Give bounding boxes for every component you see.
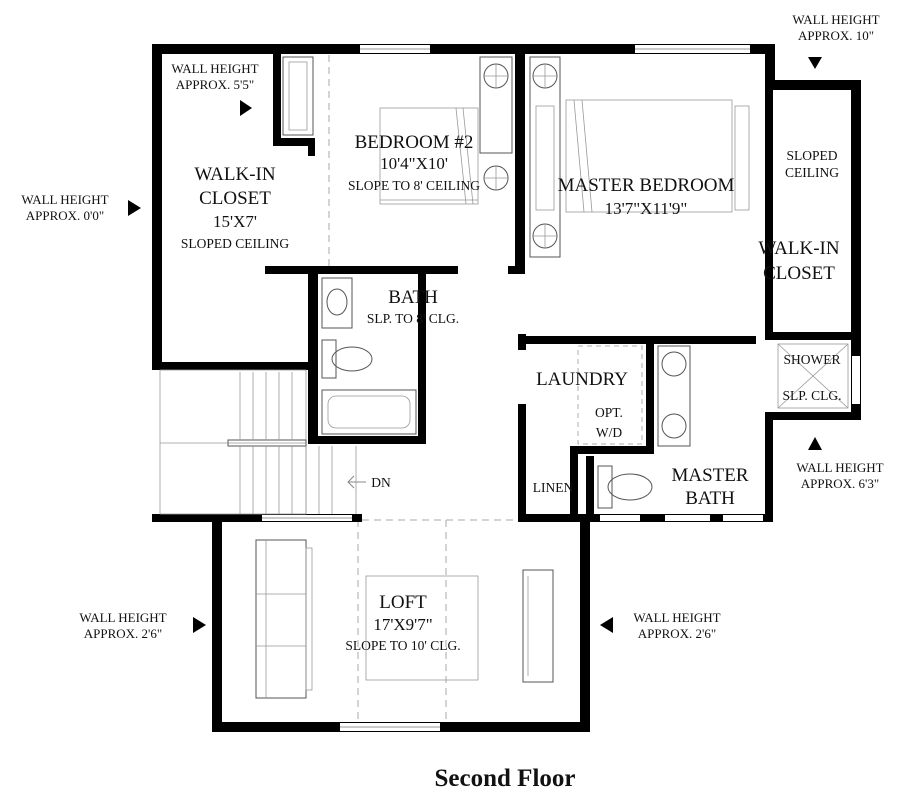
wall-height-top-left-line2: APPROX. 5'5" — [176, 77, 254, 92]
walkin-closet-left-note: SLOPED CEILING — [181, 236, 290, 251]
loft-size: 17'X9'7" — [373, 615, 432, 634]
arrow-right-icon — [240, 100, 252, 116]
shower-note: SLP. CLG. — [783, 388, 842, 403]
wall-height-loft-right-line2: APPROX. 2'6" — [638, 626, 716, 641]
master-bath-line1: MASTER — [671, 465, 748, 486]
shower-name: SHOWER — [784, 352, 841, 367]
fixtures — [255, 56, 849, 699]
bath-note: SLP. TO 8' CLG. — [367, 311, 459, 326]
arrow-left-icon — [600, 617, 613, 633]
wall-height-right-line2: APPROX. 6'3" — [801, 476, 879, 491]
arrow-down-icon — [808, 57, 822, 69]
wall-height-loft-left-line2: APPROX. 2'6" — [84, 626, 162, 641]
walkin-closet-left-size: 15'X7' — [213, 212, 257, 231]
wall-height-loft-left-line1: WALL HEIGHT — [79, 610, 166, 625]
walkin-closet-left-line1: WALK-IN — [194, 164, 276, 185]
loft-note: SLOPE TO 10' CLG. — [345, 638, 460, 653]
wall-height-top-right-line2: APPROX. 10" — [798, 28, 874, 43]
bath-name: BATH — [388, 287, 438, 308]
wall-height-loft-right-line1: WALL HEIGHT — [633, 610, 720, 625]
wall-height-arrows — [128, 57, 822, 633]
stair-arrow-icon — [347, 475, 366, 489]
bedroom2-name: BEDROOM #2 — [355, 132, 474, 153]
sloped-ceiling-line2: CEILING — [785, 165, 839, 180]
laundry-name: LAUNDRY — [536, 369, 628, 390]
arrow-up-icon — [808, 437, 822, 450]
arrow-right-icon — [128, 200, 141, 216]
sloped-ceiling-line1: SLOPED — [786, 148, 837, 163]
master-bedroom-name: MASTER BEDROOM — [558, 175, 735, 196]
bedroom2-size: 10'4"X10' — [380, 154, 448, 173]
loft-name: LOFT — [379, 592, 427, 613]
wall-height-top-right-line1: WALL HEIGHT — [792, 12, 879, 27]
wall-height-right-line1: WALL HEIGHT — [796, 460, 883, 475]
wall-height-top-left-line1: WALL HEIGHT — [171, 61, 258, 76]
walls — [152, 44, 861, 732]
bedroom2-note: SLOPE TO 8' CEILING — [348, 178, 480, 193]
wall-height-left-line2: APPROX. 0'0" — [26, 208, 104, 223]
plan-title: Second Floor — [435, 765, 576, 792]
laundry-line1: OPT. — [595, 405, 623, 420]
walkin-closet-right-line2: CLOSET — [763, 263, 835, 284]
arrow-right-icon — [193, 617, 206, 633]
windows — [262, 45, 860, 731]
wall-height-left-line1: WALL HEIGHT — [21, 192, 108, 207]
stairs — [159, 369, 366, 515]
master-bath-line2: BATH — [685, 488, 735, 509]
linen-name: LINEN — [533, 480, 574, 495]
dashed-lines — [328, 55, 520, 722]
walkin-closet-right-line1: WALK-IN — [758, 238, 840, 259]
walkin-closet-left-line2: CLOSET — [199, 188, 271, 209]
stairs-down-label: DN — [371, 475, 391, 490]
laundry-line2: W/D — [596, 425, 622, 440]
master-bedroom-size: 13'7"X11'9" — [605, 199, 688, 218]
